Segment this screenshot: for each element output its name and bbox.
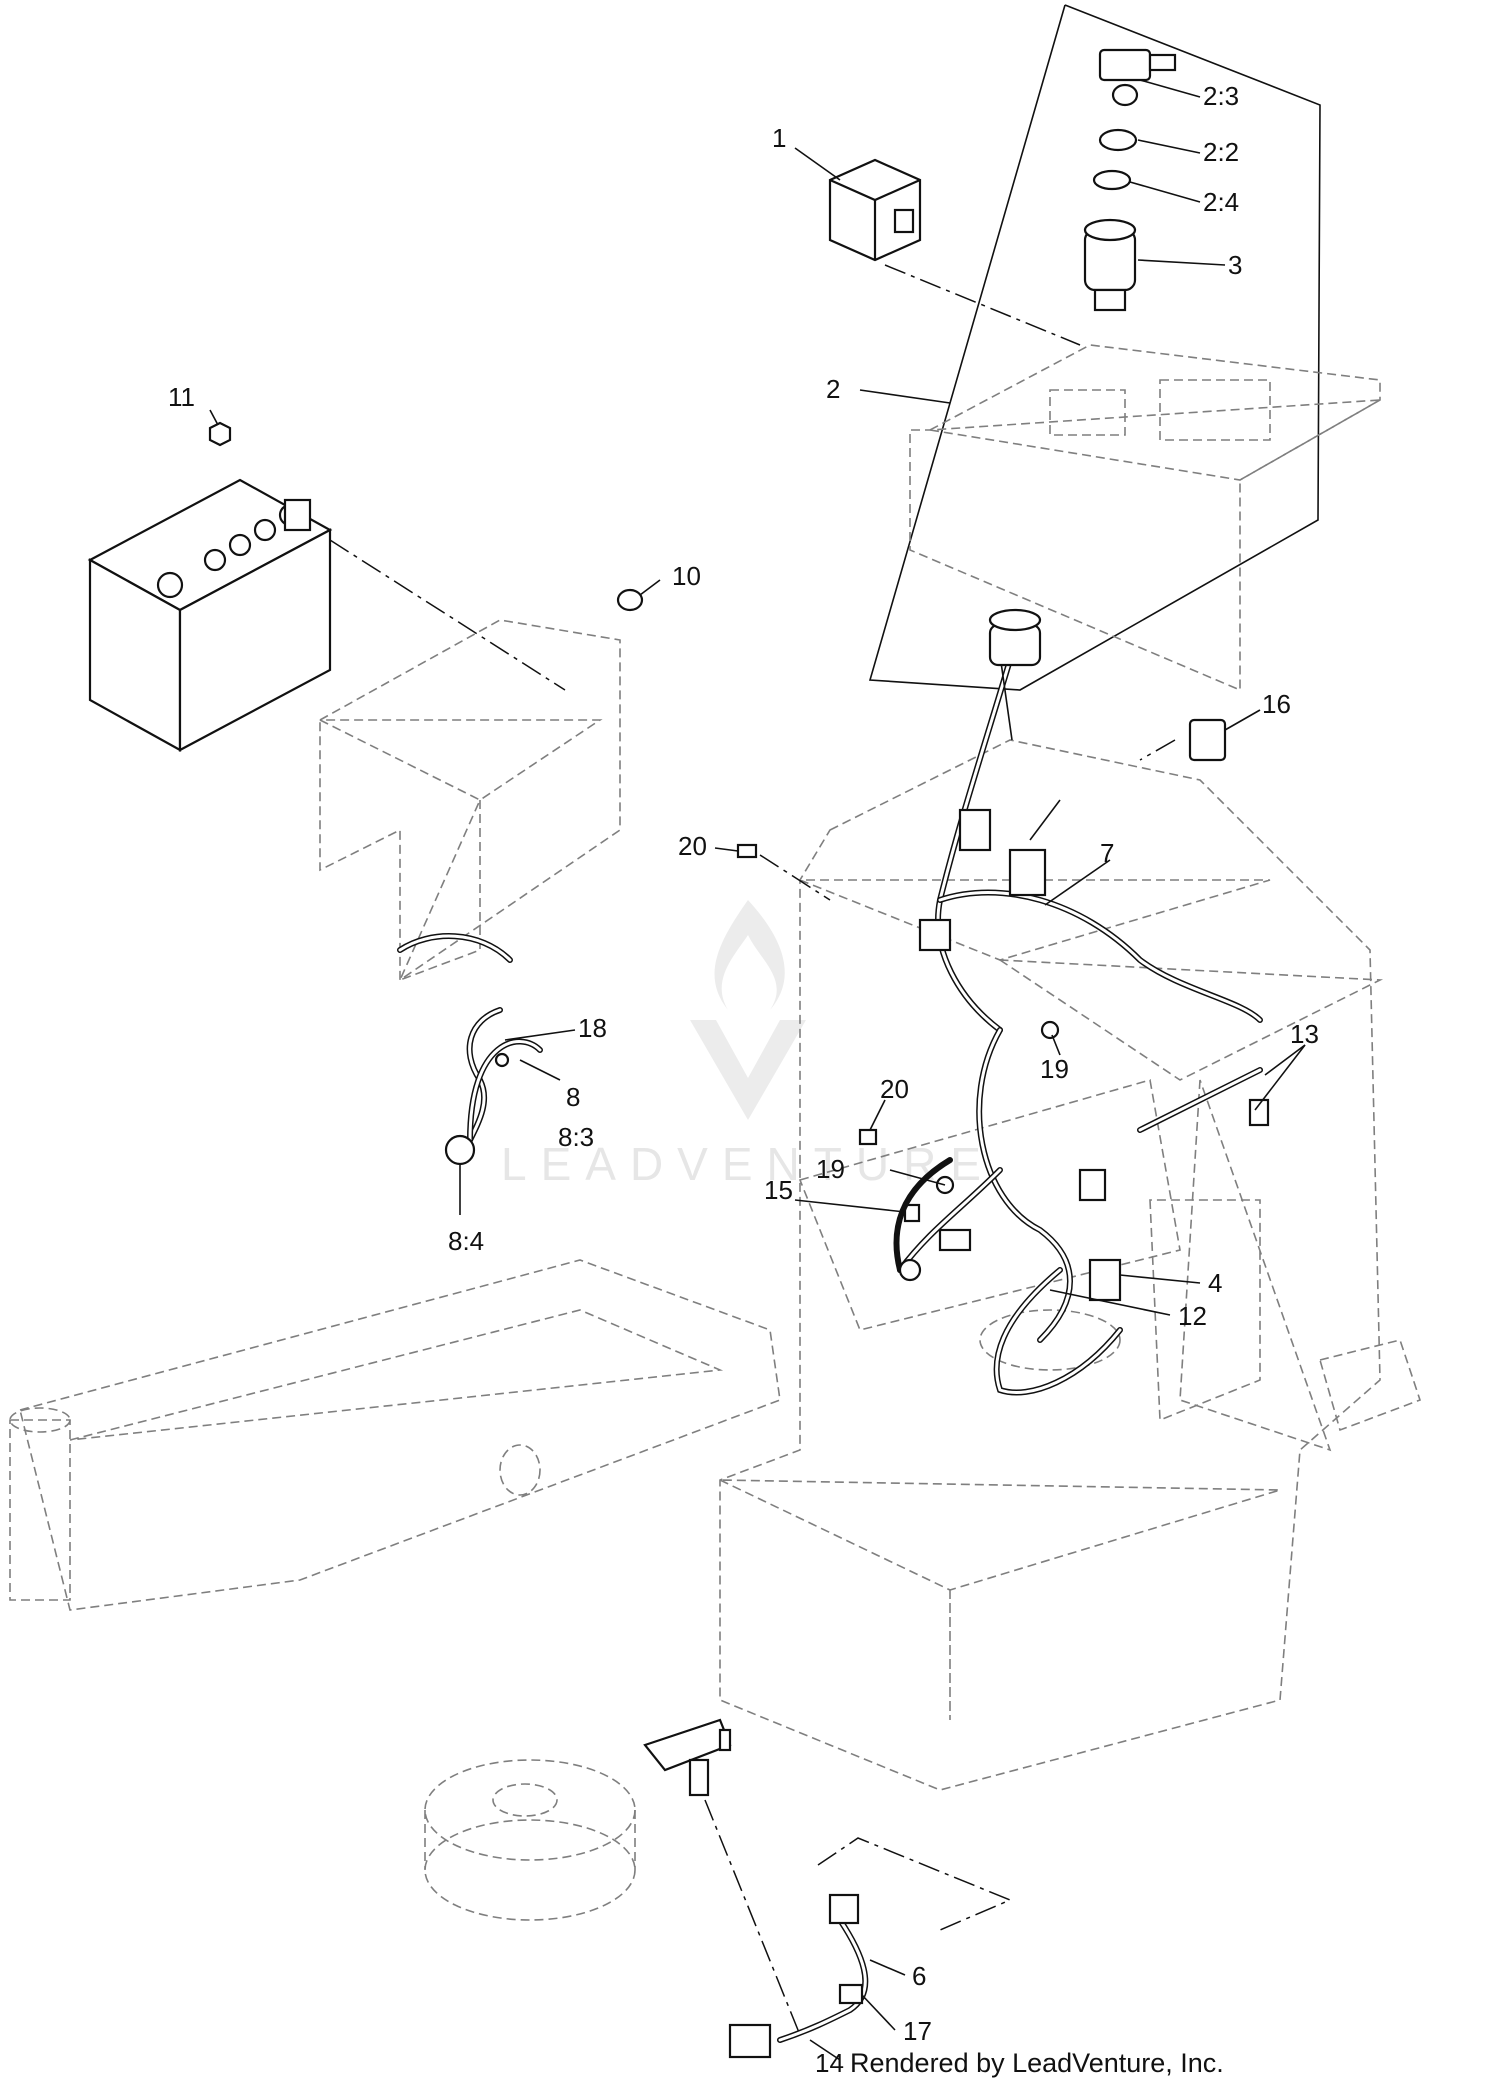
callout-15: 15	[764, 1175, 793, 1205]
callout-8-4: 8:4	[448, 1226, 484, 1256]
callout-2-3: 2:3	[1203, 81, 1239, 111]
control-panel-cover	[909, 344, 1381, 692]
battery	[87, 478, 333, 752]
callout-2-4: 2:4	[1203, 187, 1239, 217]
key-switch-washer	[1092, 169, 1132, 191]
bolt-20-lower	[858, 1128, 878, 1146]
footer-credit: Rendered by LeadVenture, Inc.	[850, 2048, 1224, 2078]
callout-14: 14	[815, 2048, 844, 2078]
seat-switch	[1188, 718, 1227, 762]
mower-frame	[9, 739, 1422, 1791]
clutch-bracket-line	[704, 1799, 801, 2036]
wiring-harness	[897, 654, 1270, 1396]
callout-3: 3	[1228, 250, 1242, 280]
callout-16: 16	[1262, 689, 1291, 719]
battery-mount-line	[329, 539, 566, 691]
ignition-key	[1098, 48, 1177, 107]
leader-lines	[209, 79, 1306, 2061]
hour-meter	[828, 158, 1081, 346]
callout-17: 17	[903, 2016, 932, 2046]
battery-cable	[397, 933, 543, 1166]
callout-1: 1	[772, 123, 786, 153]
clutch-bracket	[643, 1718, 732, 1797]
callout-20-upper: 20	[678, 831, 707, 861]
watermark-v-icon	[690, 1020, 806, 1120]
harness-switch	[988, 608, 1042, 667]
nut-19-upper	[1040, 1020, 1060, 1040]
callout-8-3: 8:3	[558, 1122, 594, 1152]
callout-7: 7	[1100, 838, 1114, 868]
callout-11: 11	[168, 382, 195, 412]
callout-13: 13	[1290, 1019, 1319, 1049]
watermark: LEADVENTURE	[501, 900, 995, 1190]
callout-18: 18	[578, 1013, 607, 1043]
bolt-15	[903, 1203, 921, 1223]
callout-labels: 1 2:3 2:2 2:4 3 2 11 10 16 20 7 18 8 8:3…	[168, 81, 1319, 2078]
callout-12: 12	[1178, 1301, 1207, 1331]
group-2-boundary	[868, 4, 1321, 691]
clutch-harness-line	[817, 1837, 1012, 1931]
watermark-flame-icon	[714, 900, 785, 1010]
positive-cable-terminal	[898, 1258, 922, 1282]
seat-switch-line	[1139, 739, 1176, 761]
callout-2-2: 2:2	[1203, 137, 1239, 167]
battery-nut	[208, 421, 232, 447]
callout-8: 8	[566, 1082, 580, 1112]
callout-10: 10	[672, 561, 701, 591]
callout-4: 4	[1208, 1268, 1222, 1298]
key-switch-nut	[1098, 128, 1138, 152]
battery-tray	[319, 619, 621, 982]
callout-19-lower: 19	[816, 1154, 845, 1184]
callout-2: 2	[826, 374, 840, 404]
bolt-20-line	[759, 854, 831, 901]
callout-6: 6	[912, 1961, 926, 1991]
battery-bolt	[616, 588, 644, 612]
callout-19-upper: 19	[1040, 1054, 1069, 1084]
callout-20-lower: 20	[880, 1074, 909, 1104]
bolt-20-upper	[736, 843, 758, 859]
watermark-text: LEADVENTURE	[501, 1138, 995, 1190]
ignition-switch	[1083, 218, 1137, 312]
pto-clutch	[424, 1759, 636, 1921]
clutch-wire-harness	[728, 1893, 869, 2059]
